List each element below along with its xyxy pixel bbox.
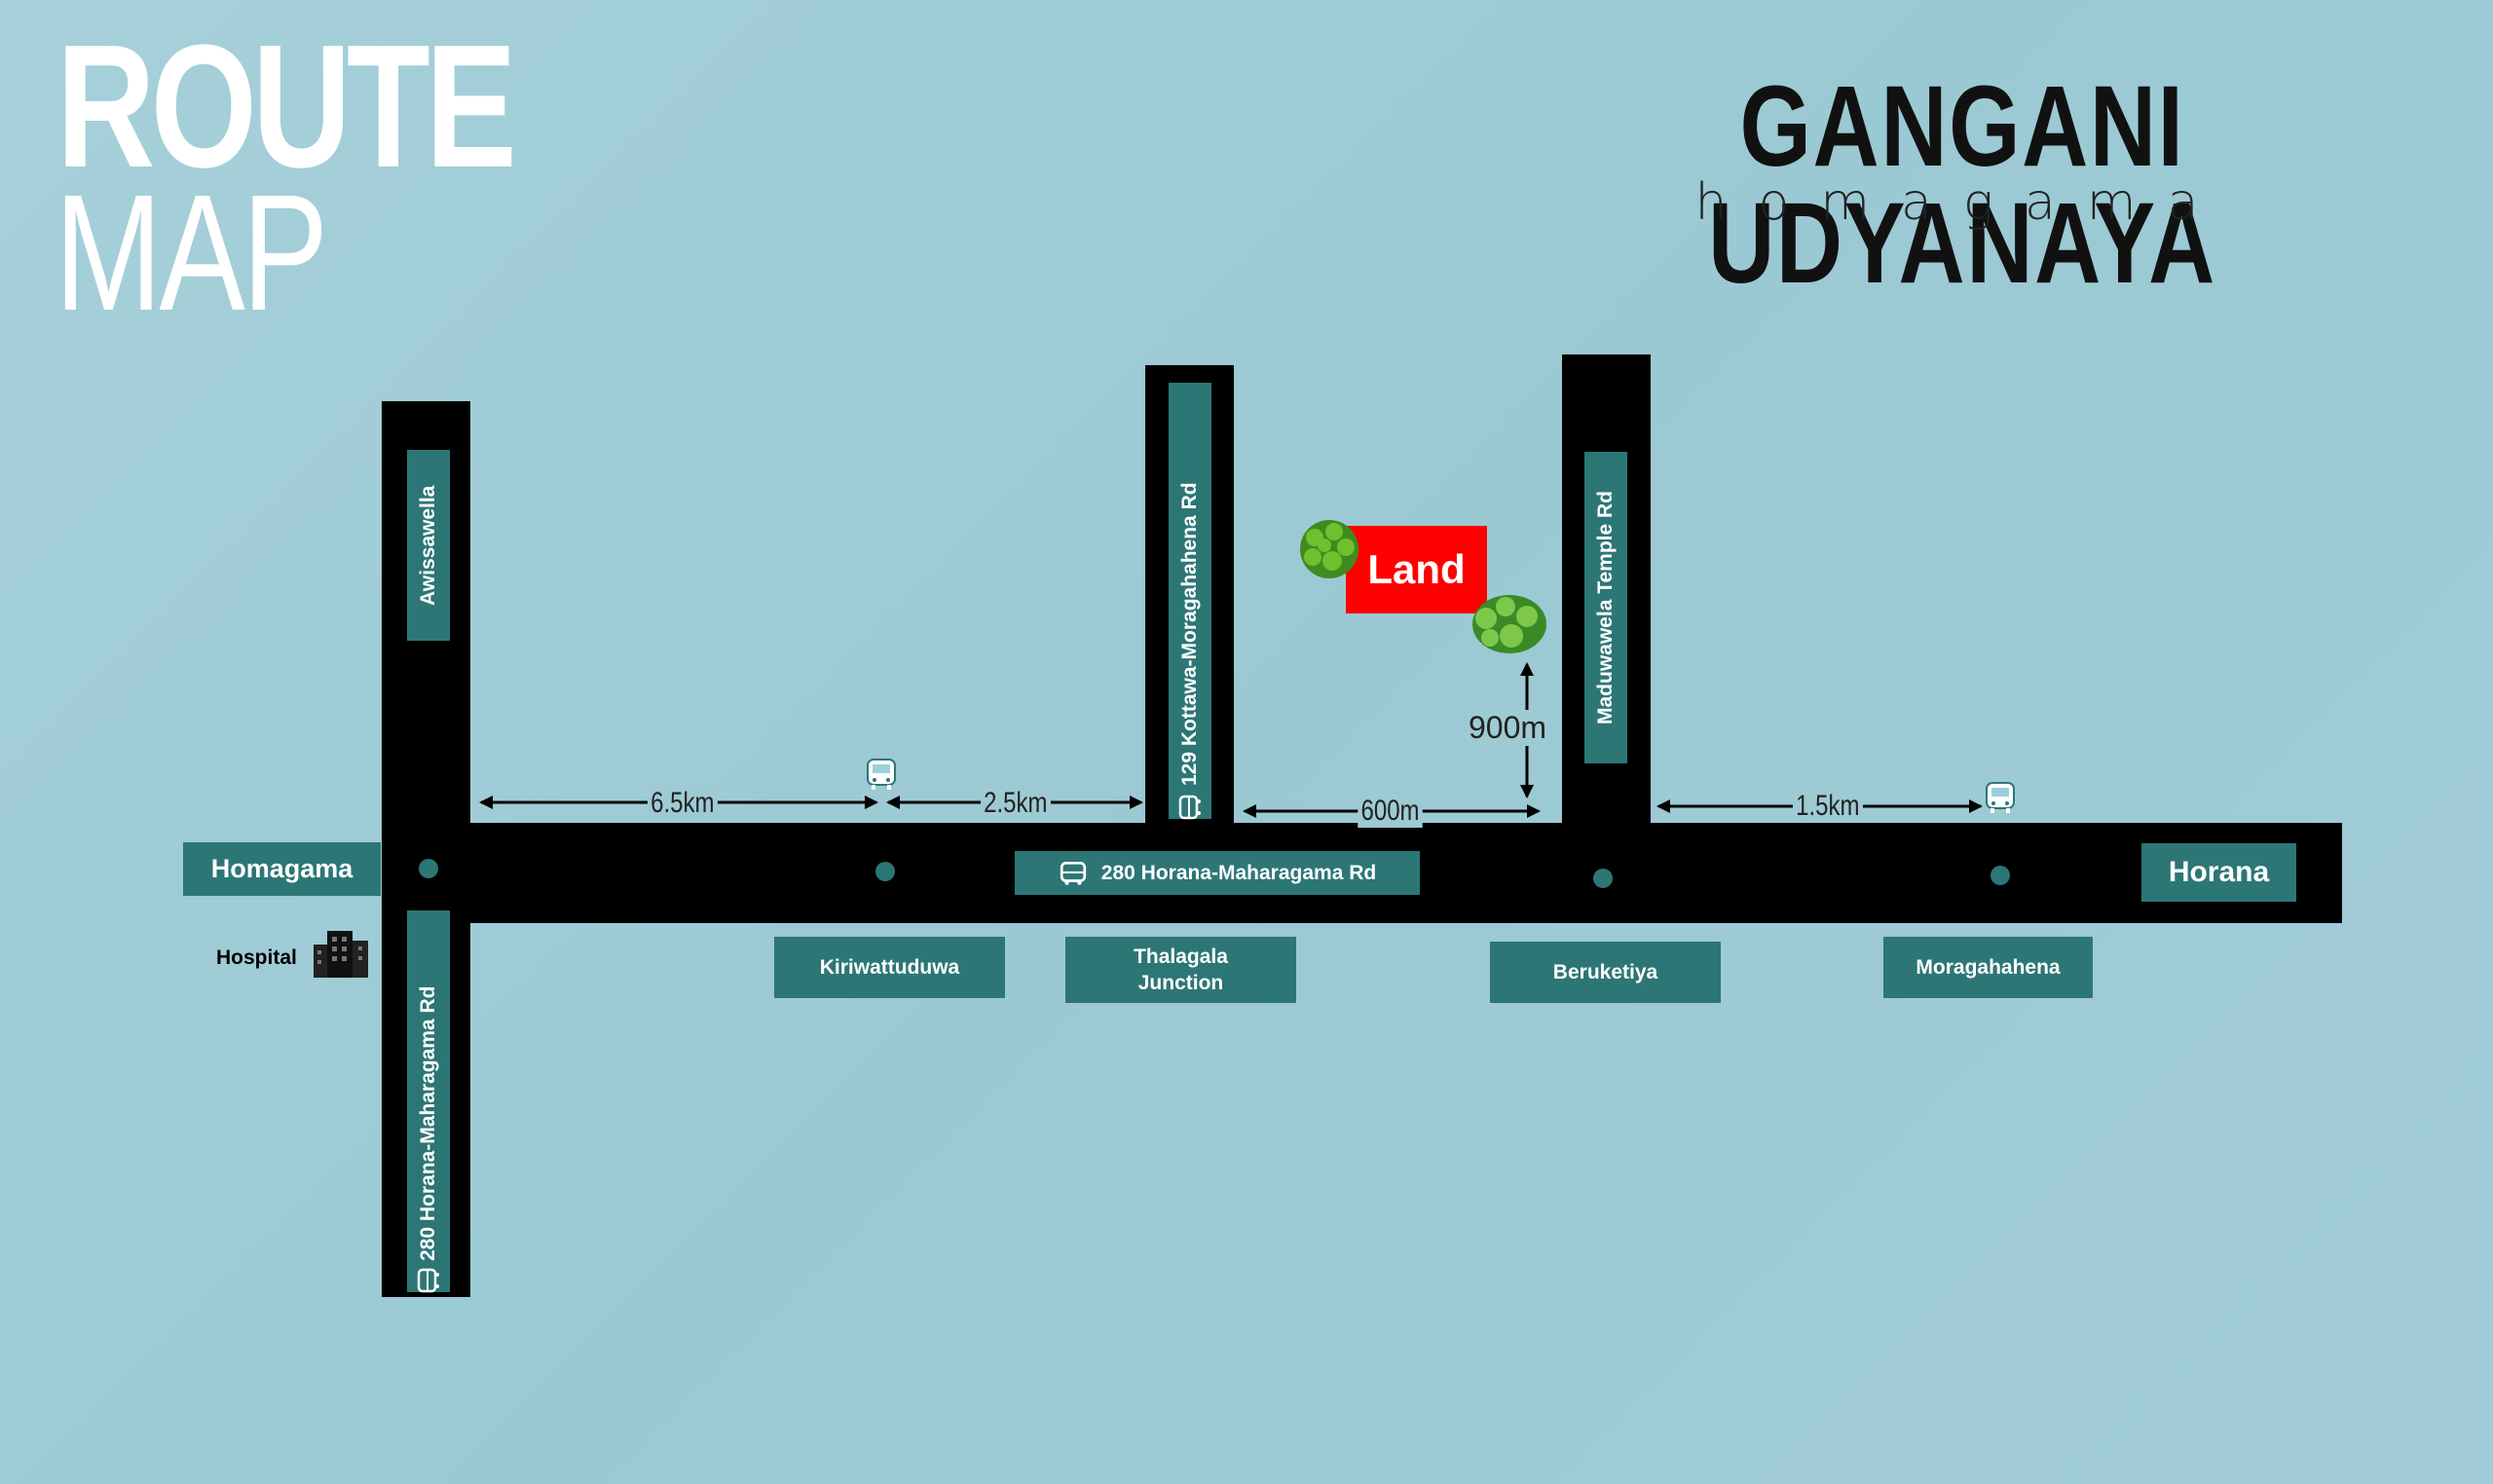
bus-icon <box>1986 782 2015 813</box>
bus-icon <box>867 759 896 790</box>
stop-label-kiriwattuduwa-text: Kiriwattuduwa <box>819 955 960 979</box>
endpoint-homagama-text: Homagama <box>210 854 353 883</box>
bus-icon <box>1060 861 1086 885</box>
bus-icon <box>415 1268 442 1293</box>
stop-label-beruketiya: Beruketiya <box>1490 942 1721 1003</box>
hospital-building-icon <box>314 931 368 978</box>
distance-label-1-5km: 1.5km <box>1792 790 1863 823</box>
stop-label-thalagala-text: Thalagala Junction <box>1134 946 1228 994</box>
stop-dot-kiriwattuduwa <box>875 862 895 881</box>
endpoint-homagama: Homagama <box>183 842 381 896</box>
main-road-label: 280 Horana-Maharagama Rd <box>1015 851 1420 895</box>
stop-label-thalagala: Thalagala Junction <box>1065 937 1296 1003</box>
endpoint-horana-text: Horana <box>2168 856 2270 888</box>
distance-label-2-5km: 2.5km <box>980 787 1051 820</box>
land-marker: Land <box>1346 526 1487 613</box>
stop-dot-moragahahena <box>1991 866 2010 885</box>
route-title: ROUTE <box>56 9 517 204</box>
stop-label-moragahahena-text: Moragahahena <box>1916 955 2061 979</box>
road-label-left-vertical: 280 Horana-Maharagama Rd <box>407 910 450 1293</box>
tree-icon <box>1300 520 1358 578</box>
stop-dot-homagama <box>419 859 438 878</box>
distance-label-600m: 600m <box>1358 795 1423 828</box>
map-title: MAP <box>55 161 328 346</box>
stop-label-moragahahena: Moragahahena <box>1883 937 2093 998</box>
tree-icon <box>1472 595 1546 653</box>
endpoint-horana: Horana <box>2141 843 2296 902</box>
brand-subtitle: homagama <box>1694 173 2230 232</box>
distance-label-6-5km: 6.5km <box>647 787 718 820</box>
distance-label-900m: 900m <box>1467 710 1549 746</box>
stop-label-beruketiya-text: Beruketiya <box>1552 960 1658 983</box>
road-label-middle-vertical: 129 Kottawa-Moragahahena Rd <box>1169 383 1211 820</box>
bus-icon <box>1176 795 1204 820</box>
stop-dot-beruketiya <box>1593 869 1613 888</box>
brand-title: GANGANI UDYANAYA <box>1708 62 2216 308</box>
hospital-label: Hospital <box>216 946 297 969</box>
stop-label-kiriwattuduwa: Kiriwattuduwa <box>774 937 1005 998</box>
main-road-label-text: 280 Horana-Maharagama Rd <box>1100 861 1377 884</box>
land-marker-text: Land <box>1367 546 1466 592</box>
